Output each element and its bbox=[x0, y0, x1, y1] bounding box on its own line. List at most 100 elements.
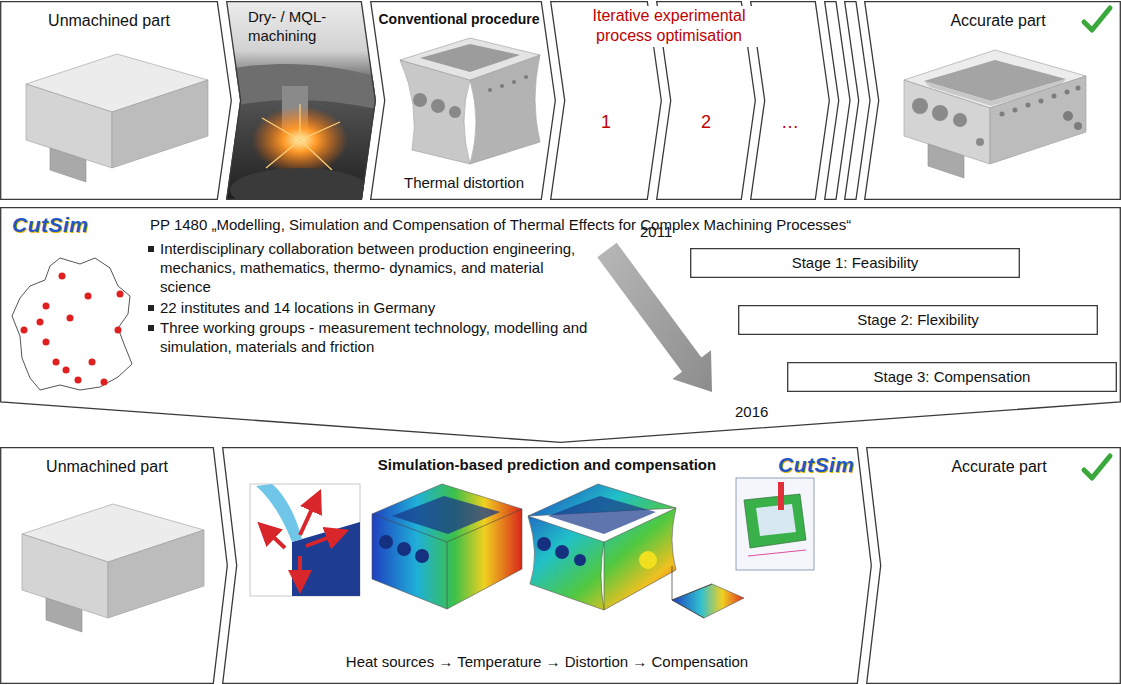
germany-map bbox=[117, 291, 124, 298]
process-chevron: Accurate part bbox=[864, 1, 1121, 200]
node-outline bbox=[866, 447, 1121, 684]
distorted-part-picture bbox=[400, 38, 540, 164]
bullet-marker bbox=[148, 305, 154, 311]
step-heading: Accurate part bbox=[878, 11, 1118, 31]
distorted-part-picture bbox=[524, 75, 528, 79]
node-outline bbox=[227, 2, 376, 200]
node-outline bbox=[867, 448, 1121, 684]
node-outline bbox=[0, 447, 228, 684]
iteration-number: … bbox=[764, 111, 816, 134]
step-heading: Unmachined part bbox=[0, 11, 218, 31]
node-outline bbox=[223, 448, 872, 684]
check-mark bbox=[1084, 456, 1110, 478]
step-heading: Unmachined part bbox=[0, 457, 214, 477]
stage-box: Stage 2: Flexibility bbox=[738, 305, 1098, 335]
germany-map bbox=[43, 339, 50, 346]
distortion-picture bbox=[639, 551, 657, 569]
machining-photo bbox=[220, 0, 380, 212]
bullet-marker bbox=[148, 246, 154, 252]
distorted-part-picture bbox=[413, 93, 427, 107]
compensation-picture bbox=[672, 478, 814, 618]
germany-map bbox=[85, 293, 92, 300]
timeline-arrow bbox=[597, 243, 712, 392]
process-chevron: Accurate part bbox=[866, 447, 1121, 684]
compensation-picture bbox=[756, 504, 796, 536]
heat-sources-picture bbox=[298, 556, 302, 582]
node-outline bbox=[739, 306, 1098, 335]
step-heading: Accurate part bbox=[880, 457, 1118, 477]
process-chevron: Unmachined part bbox=[0, 447, 228, 684]
node-outline bbox=[370, 1, 556, 200]
unmachined-part-picture bbox=[22, 504, 204, 632]
node-outline bbox=[864, 1, 1121, 200]
distortion-picture bbox=[555, 545, 569, 559]
process-chevron: Conventional procedureThermal distortion bbox=[370, 1, 556, 200]
node-outline bbox=[371, 2, 556, 200]
node-outline bbox=[788, 363, 1117, 392]
unmachined-part-picture bbox=[22, 504, 204, 632]
distorted-part-picture bbox=[400, 38, 540, 80]
node-outline bbox=[691, 249, 1020, 278]
temperature-picture bbox=[392, 496, 500, 534]
node-outline bbox=[865, 2, 1121, 200]
distorted-part-picture bbox=[449, 106, 461, 118]
year-label: 2011 bbox=[640, 222, 690, 241]
step-heading: Conventional procedure bbox=[374, 11, 544, 29]
distorted-part-picture bbox=[488, 88, 492, 92]
node-outline bbox=[1, 208, 1121, 443]
bullet-text: Three working groups - measurement techn… bbox=[160, 318, 590, 356]
node-outline bbox=[1, 2, 232, 200]
step-heading: Dry- / MQL- machining bbox=[248, 7, 358, 45]
iteration-number: 1 bbox=[564, 111, 648, 134]
germany-map bbox=[37, 319, 44, 326]
compensation-picture bbox=[736, 478, 814, 570]
compensation-picture bbox=[748, 550, 806, 556]
temperature-picture bbox=[415, 549, 429, 563]
step-heading: Simulation-based prediction and compensa… bbox=[236, 455, 858, 474]
iteration-heading: Iterative experimental process optimisat… bbox=[569, 6, 769, 47]
distorted-part-picture bbox=[512, 80, 516, 84]
logo-text: CutSim bbox=[12, 212, 122, 239]
bullet-text: Interdisciplinary collaboration between … bbox=[160, 239, 590, 297]
check-mark bbox=[1084, 456, 1110, 478]
check-mark bbox=[1084, 8, 1110, 30]
distortion-picture bbox=[548, 496, 656, 534]
node-outline bbox=[222, 447, 872, 684]
germany-map bbox=[89, 359, 96, 366]
step-caption: Heat sources → Temperature → Distortion … bbox=[236, 652, 858, 671]
distortion-picture bbox=[528, 484, 676, 610]
stage-text: Stage 1: Feasibility bbox=[690, 253, 1020, 272]
heat-sources-picture bbox=[256, 484, 302, 542]
distorted-part-picture bbox=[500, 84, 504, 88]
germany-map bbox=[53, 359, 60, 366]
compensation-picture bbox=[672, 584, 744, 618]
temperature-picture bbox=[372, 484, 522, 609]
timeline-arrow bbox=[597, 243, 712, 392]
stage-text: Stage 2: Flexibility bbox=[738, 310, 1098, 329]
compensation-picture bbox=[778, 482, 784, 510]
germany-map bbox=[59, 273, 66, 280]
step-caption: Thermal distortion bbox=[384, 173, 544, 192]
stage-box: Stage 1: Feasibility bbox=[690, 248, 1020, 278]
stage-text: Stage 3: Compensation bbox=[787, 367, 1117, 386]
compensation-picture bbox=[672, 566, 712, 618]
temperature-picture bbox=[372, 484, 522, 609]
bullet-marker bbox=[148, 325, 154, 331]
machining-photo bbox=[262, 104, 340, 170]
machining-photo bbox=[230, 168, 370, 212]
germany-map bbox=[67, 315, 74, 322]
heat-sources-picture bbox=[266, 530, 285, 548]
heat-sources-picture bbox=[300, 500, 316, 535]
distortion-picture bbox=[574, 554, 586, 566]
accurate-part-picture bbox=[904, 50, 1086, 178]
germany-map bbox=[21, 327, 28, 334]
logo-text: CutSim bbox=[778, 452, 868, 479]
accurate-part-picture bbox=[904, 50, 1086, 178]
bullet-text: 22 institutes and 14 locations in German… bbox=[160, 298, 590, 317]
process-chevron: Dry- / MQL- machining bbox=[226, 1, 376, 200]
iteration-number: 2 bbox=[670, 111, 742, 134]
temperature-picture bbox=[397, 542, 411, 556]
germany-map bbox=[43, 303, 50, 310]
temperature-picture bbox=[372, 509, 522, 609]
